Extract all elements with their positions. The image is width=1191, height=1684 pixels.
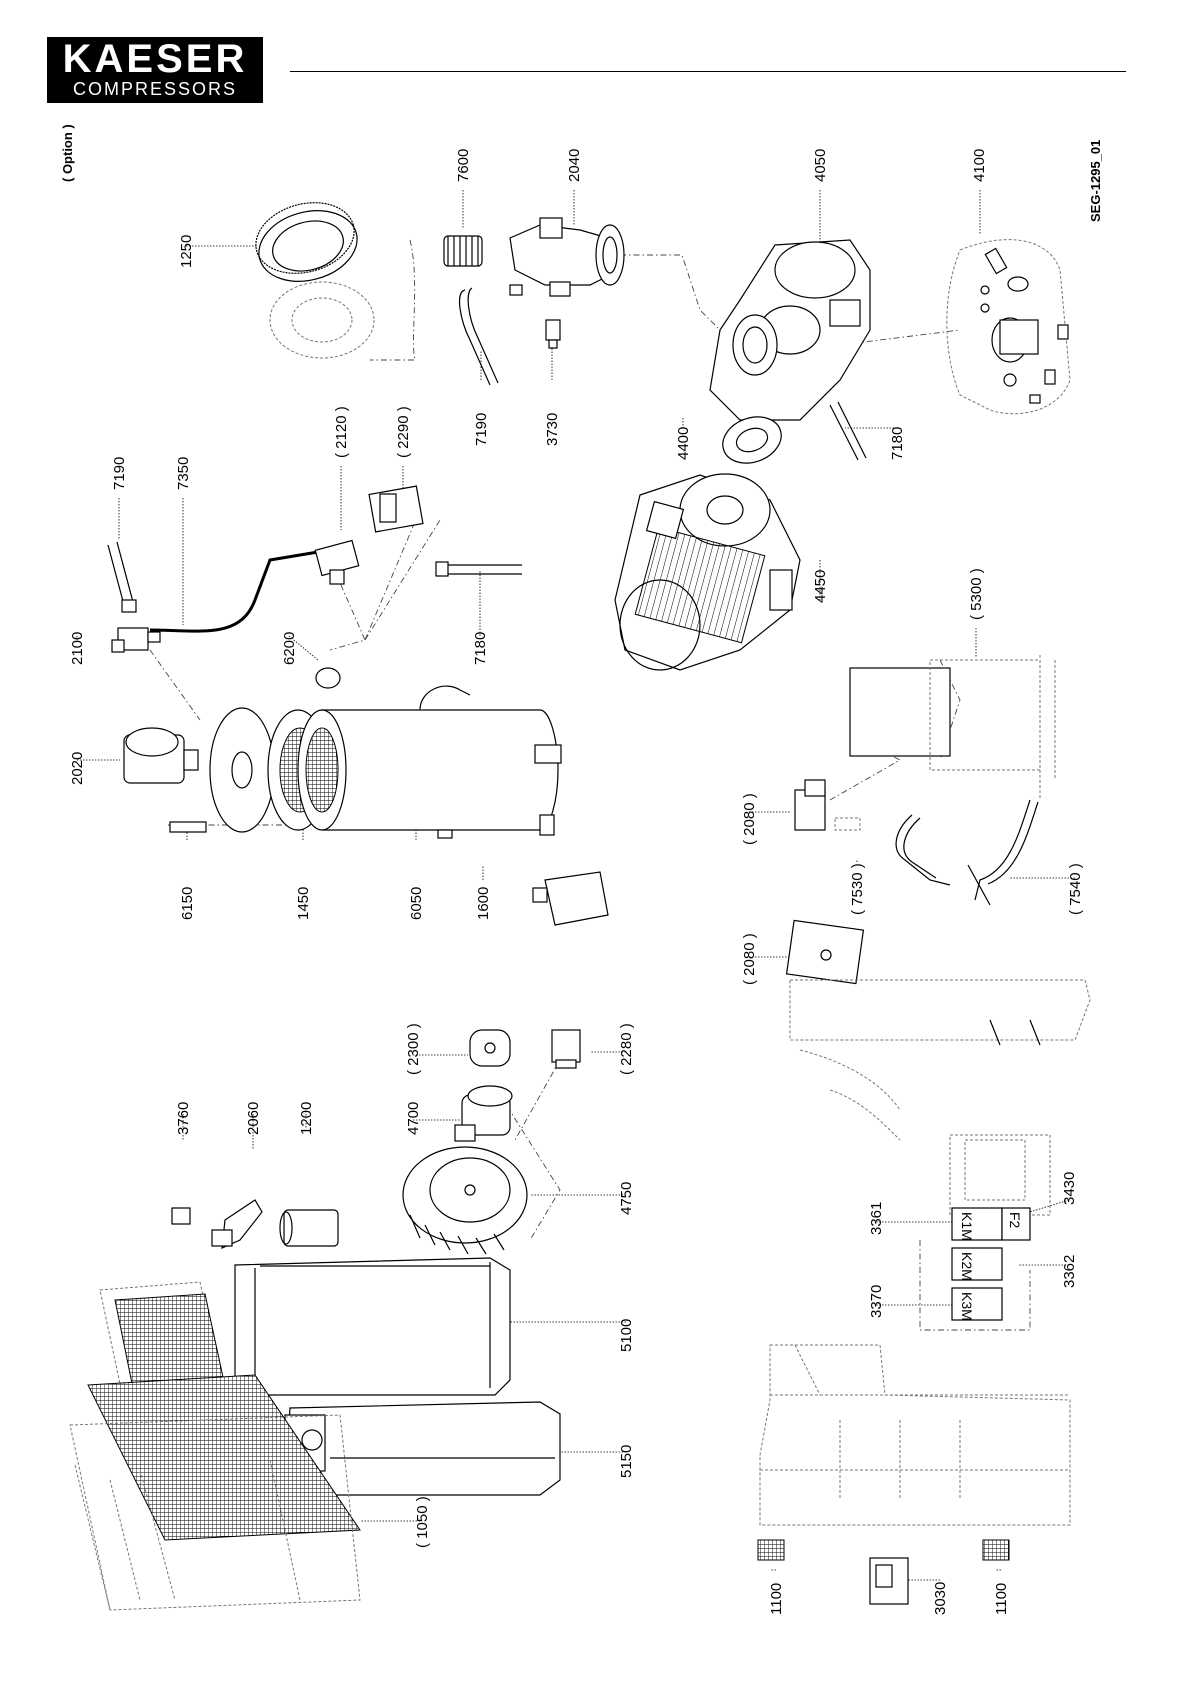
part-label-5150: 5150 (618, 1445, 635, 1478)
part-7600-spring (443, 235, 483, 267)
part-7350-control-line (149, 548, 331, 633)
part-4450-motor (614, 473, 801, 671)
part-label-3760: 3760 (175, 1102, 192, 1135)
part-label-3430: 3430 (1061, 1172, 1078, 1205)
part-label-2080-a: ( 2080 ) (741, 793, 758, 845)
contactor-k3m-label: K3M (959, 1292, 975, 1321)
logo-brand: KAESER (62, 37, 248, 81)
option-note: ( Option ) (60, 124, 75, 182)
part-label-2290: ( 2290 ) (395, 406, 412, 458)
part-2280-sensor (551, 1029, 581, 1069)
part-label-3361: 3361 (868, 1202, 885, 1235)
part-4700-fan-motor (454, 1085, 513, 1142)
part-label-7190-a: 7190 (473, 413, 490, 446)
part-1050-filter-mat (69, 1281, 361, 1611)
part-2290-solenoid (368, 485, 424, 533)
part-6050-separator-tank (297, 685, 562, 839)
part-label-3370: 3370 (868, 1285, 885, 1318)
part-2080-valve-b (785, 919, 865, 985)
part-4050-airend (709, 239, 871, 461)
part-7190-pipe-b (107, 541, 137, 613)
part-5100-cooler (234, 1257, 511, 1396)
part-3030-controller (869, 1557, 909, 1605)
part-1100-filter-pad-b (982, 1539, 1010, 1561)
part-label-1100-a: 1100 (768, 1583, 785, 1615)
part-2060-thermostat-valve (211, 1199, 263, 1249)
part-7180-pipe-b (435, 561, 522, 577)
part-4400-coupling (722, 416, 782, 464)
housing-base-ghost (789, 979, 1091, 1141)
part-3760-fitting (171, 1207, 191, 1225)
part-label-5100: 5100 (618, 1319, 635, 1352)
contactor-f2-label: F2 (1007, 1212, 1023, 1229)
part-label-4700: 4700 (405, 1102, 422, 1135)
part-3730-fitting (545, 319, 561, 349)
part-label-5300: ( 5300 ) (968, 568, 985, 620)
part-2100-valve (111, 627, 161, 653)
cabinet-housing-ghost (759, 1344, 1071, 1526)
contactor-k3m: K3M (951, 1287, 1003, 1321)
part-label-7540: ( 7540 ) (1067, 863, 1084, 915)
contactor-k2m-label: K2M (959, 1252, 975, 1281)
part-7530-hose (895, 814, 951, 886)
part-2040-inlet-valve (509, 217, 625, 297)
part-6200-plug (315, 667, 341, 689)
part-label-2020: 2020 (69, 752, 86, 785)
part-label-7530: ( 7530 ) (849, 863, 866, 915)
part-label-2100: 2100 (69, 632, 86, 665)
kaeser-logo: KAESER COMPRESSORS (47, 37, 263, 103)
part-5150-aftercooler (284, 1401, 561, 1496)
part-2080-valve-a (794, 779, 861, 831)
part-label-4450: 4450 (812, 570, 829, 603)
part-label-6050: 6050 (408, 887, 425, 920)
contactor-k1m-label: K1M (959, 1212, 975, 1241)
part-1100-filter-pad-a (757, 1539, 785, 1561)
drawing-id: SEG-1295_01 (1088, 140, 1103, 222)
part-5300-cooler-unit (849, 655, 1056, 800)
part-7540-hose (967, 799, 1039, 906)
part-label-1200: 1200 (298, 1102, 315, 1135)
part-7190-pipe-a (458, 284, 523, 386)
part-label-6150: 6150 (179, 887, 196, 920)
part-label-4050: 4050 (812, 149, 829, 182)
part-2020-valve (123, 727, 199, 784)
part-2120-valve (314, 539, 360, 585)
part-label-2060: 2060 (245, 1102, 262, 1135)
part-4100-service-kit (946, 239, 1071, 415)
part-label-7350: 7350 (175, 457, 192, 490)
part-6150-sight-glass (169, 821, 207, 833)
part-label-1250: 1250 (178, 235, 195, 268)
part-label-7180-a: 7180 (889, 427, 906, 460)
part-label-4750: 4750 (618, 1182, 635, 1215)
part-label-3730: 3730 (544, 413, 561, 446)
part-label-1050: ( 1050 ) (414, 1496, 431, 1548)
part-label-7180-b: 7180 (472, 632, 489, 665)
part-1200-oil-filter (279, 1209, 339, 1247)
logo-subbrand: COMPRESSORS (72, 79, 238, 99)
part-4750-fan-wheel (402, 1146, 528, 1255)
part-label-2280: ( 2280 ) (618, 1023, 635, 1075)
part-label-7600: 7600 (455, 149, 472, 182)
header-rule (290, 71, 1126, 72)
part-1600-box (532, 871, 609, 926)
part-label-1600: 1600 (475, 887, 492, 920)
part-label-1450: 1450 (295, 887, 312, 920)
part-label-4400: 4400 (675, 427, 692, 460)
part-label-3030: 3030 (932, 1582, 949, 1615)
part-label-4100: 4100 (971, 149, 988, 182)
part-1250-filter-ring (255, 202, 375, 359)
option-note-text: ( Option ) (60, 124, 75, 182)
contactor-panel: K1M F2 K2M K3M (949, 1134, 1051, 1321)
part-label-2120: ( 2120 ) (333, 406, 350, 458)
contactor-k2m: K2M (951, 1247, 1003, 1281)
part-2300-pressure-switch (469, 1029, 511, 1067)
part-label-2080-b: ( 2080 ) (741, 933, 758, 985)
part-label-1100-b: 1100 (993, 1583, 1010, 1615)
part-label-2300: ( 2300 ) (405, 1023, 422, 1075)
part-label-3362: 3362 (1061, 1255, 1078, 1288)
part-label-7190-b: 7190 (111, 457, 128, 490)
part-label-2040: 2040 (566, 149, 583, 182)
contactor-k1m-f2: K1M F2 (951, 1207, 1031, 1241)
